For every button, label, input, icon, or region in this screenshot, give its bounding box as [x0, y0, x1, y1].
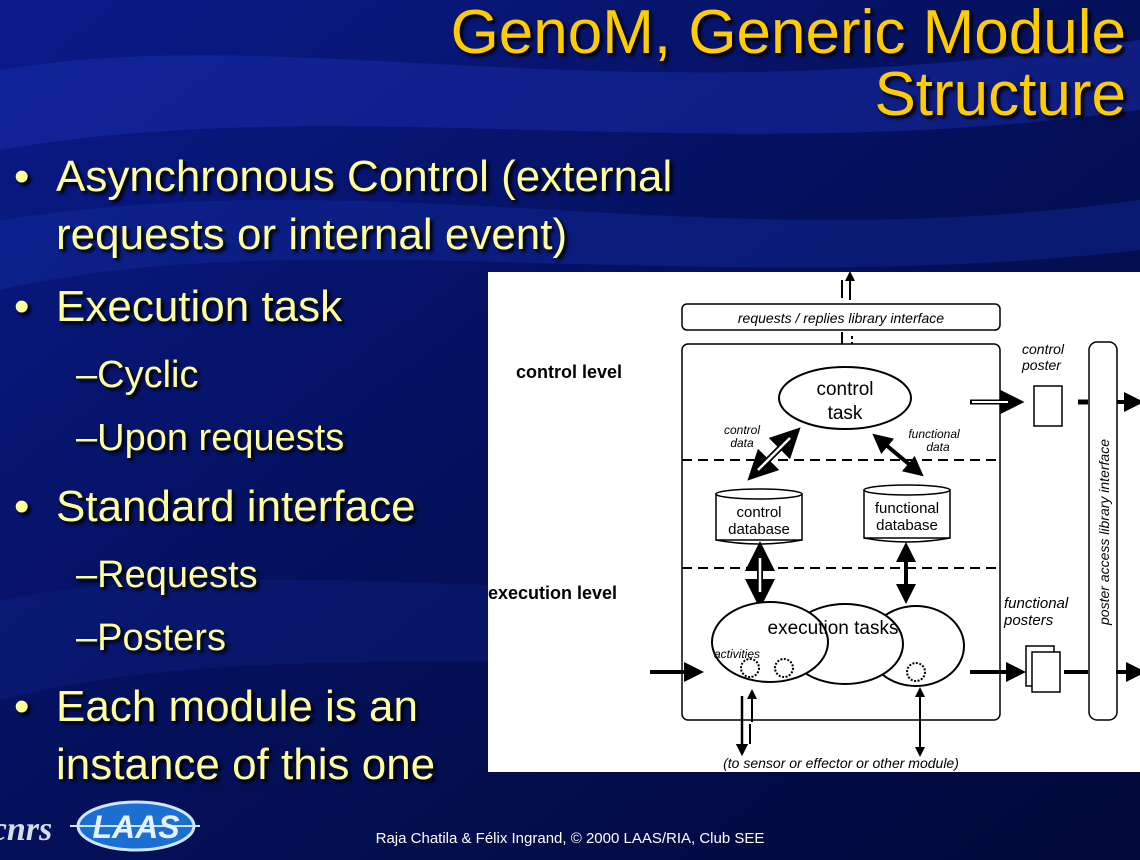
control-task-label-2: task — [828, 403, 863, 424]
genom-module-diagram: requests / replies library interface con… — [488, 272, 1140, 772]
execution-tasks-label: execution tasks — [768, 618, 899, 639]
control-data-label-2: data — [730, 436, 754, 450]
functional-db-label-1: functional — [875, 500, 939, 517]
title-line-2: Structure — [874, 60, 1126, 129]
control-database-cylinder — [715, 488, 803, 545]
activity-icon-3 — [906, 662, 926, 682]
svg-text:LAAS: LAAS — [92, 809, 180, 845]
execution-task-ellipse-1 — [711, 601, 829, 683]
sub-bullet-posters: –Posters — [76, 617, 226, 659]
title-line-1: GenoM, Generic Module — [450, 0, 1126, 67]
control-db-label-1: control — [736, 504, 781, 521]
control-poster-icon — [1033, 385, 1063, 427]
poster-access-bar — [1088, 341, 1118, 721]
requests-interface-bar — [681, 303, 1001, 331]
control-poster-label-2: poster — [1021, 357, 1062, 373]
functional-data-label-2: data — [926, 440, 950, 454]
slide-title: GenoM, Generic Module Structure — [226, 2, 1126, 126]
functional-data-label-1: functional — [908, 427, 960, 441]
bullet-execution-task: •Execution task — [14, 282, 343, 331]
control-data-label-1: control — [724, 423, 760, 437]
control-level-label: control level — [516, 362, 622, 382]
bullet-standard-interface: •Standard interface — [14, 482, 416, 531]
laas-cnrs-logo: LAAS cnrs — [0, 800, 200, 852]
sub-bullet-upon-requests: –Upon requests — [76, 417, 345, 459]
sub-bullet-cyclic: –Cyclic — [76, 354, 199, 396]
activities-label: activities — [714, 647, 760, 661]
activity-icon-1 — [740, 658, 760, 678]
control-db-label-2: database — [728, 521, 790, 538]
functional-posters-label-1: functional — [1004, 595, 1069, 612]
requests-interface-label: requests / replies library interface — [738, 310, 944, 326]
bottom-note: (to sensor or effector or other module) — [723, 755, 959, 771]
control-poster-label-1: control — [1022, 341, 1065, 357]
functional-poster-icon-2 — [1031, 651, 1061, 693]
functional-db-label-2: database — [876, 517, 938, 534]
poster-access-label: poster access library interface — [1096, 439, 1112, 626]
execution-level-label: execution level — [488, 583, 617, 603]
control-task-ellipse — [778, 366, 912, 430]
slide-footer: Raja Chatila & Félix Ingrand, © 2000 LAA… — [375, 830, 765, 847]
svg-text:cnrs: cnrs — [0, 811, 52, 848]
sub-bullet-requests: –Requests — [76, 554, 258, 596]
control-task-label-1: control — [816, 379, 873, 400]
functional-posters-label-2: posters — [1003, 612, 1054, 629]
functional-database-cylinder — [863, 484, 951, 543]
activity-icon-2 — [774, 658, 794, 678]
